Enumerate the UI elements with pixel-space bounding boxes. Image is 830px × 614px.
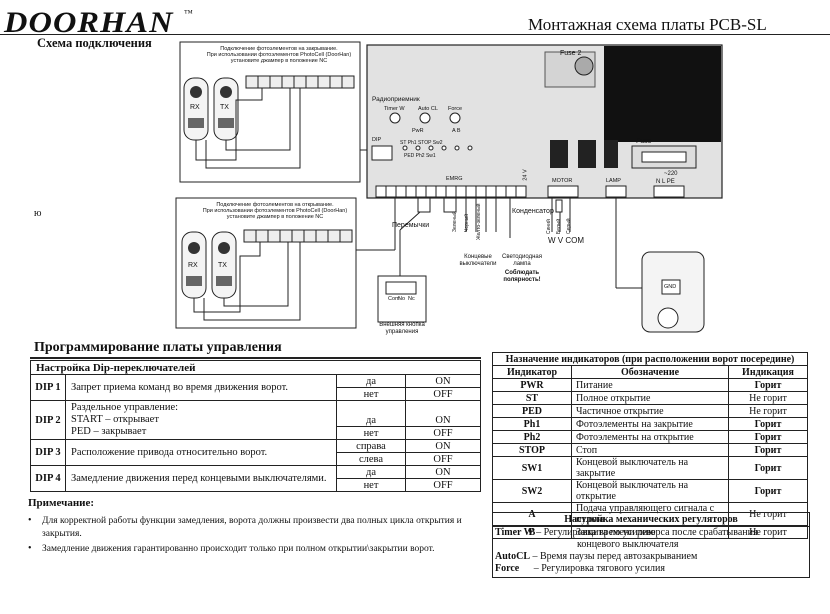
table-row: DIP 4 Замедление движения перед концевым… [30, 465, 481, 492]
leds2-label: PED Ph2 Sw1 [404, 153, 436, 159]
mechanical-row-force: Force – Регулировка тягового усилия [495, 563, 665, 574]
programming-section-title: Программирование платы управления [34, 340, 282, 355]
dip-label: DIP [372, 137, 382, 143]
sensor-tx-label: TX [220, 104, 229, 111]
logo: DOORHAN [4, 6, 174, 39]
wiring-section-title: Схема подключения [37, 36, 152, 50]
closing-terminal-strip [245, 75, 355, 89]
sensor-rx-label: RX [190, 104, 200, 111]
opening-terminal-strip [243, 229, 353, 243]
board-terminal-block [375, 185, 527, 198]
opening-wires [193, 242, 301, 321]
motor-label: MOTOR [552, 178, 573, 184]
ac220-label: ~220 [664, 171, 678, 177]
trademark: ™ [184, 8, 193, 18]
timer-label: Timer W [384, 106, 405, 112]
emrg-label: EMRG [446, 176, 463, 182]
table-row: DIP 3 Расположение привода относительно … [30, 439, 481, 466]
fuse-label: Fuse [636, 138, 652, 145]
sensor-rx-label-2: RX [188, 262, 198, 269]
mechanical-row-timer-cont: концевого выключателя [577, 539, 679, 550]
relay [578, 140, 596, 168]
sensor-tx-label-2: TX [218, 262, 227, 269]
radio-label: Радиоприемник [372, 96, 420, 103]
external-button-box [377, 275, 427, 323]
mechanical-title: Настройка механических регуляторов [493, 513, 809, 527]
ab-label: A B [452, 128, 461, 134]
mechanical-adjusters-box: Настройка механических регуляторов Timer… [492, 512, 810, 578]
closing-photocell-panel [179, 41, 361, 183]
note-title: Примечание: [28, 497, 95, 509]
transformer-block [604, 46, 721, 142]
wiring-diagram [175, 41, 723, 333]
lamp-label: LAMP [606, 178, 621, 184]
opening-photocell-note: Подключение фотоэлементов на открывание.… [202, 202, 348, 220]
button-terminal-com: Com [388, 296, 400, 302]
page-title: Монтажная схема платы PCB-SL [528, 15, 767, 34]
ext-button-callout: Внешняя кнопка управления [379, 322, 425, 335]
wire-label: Белый [556, 218, 562, 234]
leds-label: ST Ph1 STOP Sw2 [400, 140, 443, 146]
jumper-wires [399, 197, 650, 289]
indicators-table: Назначение индикаторов (при расположении… [492, 352, 808, 539]
wire-label: Черный [464, 213, 470, 232]
header-rule [0, 34, 830, 35]
table-row: DIP 1 Запрет приема команд во время движ… [30, 374, 481, 401]
signal-lamp-callout: Светодиодная лампа [502, 254, 542, 267]
wire-label: Желто-зеленый [476, 203, 482, 240]
wire-label: Серый [566, 218, 572, 234]
wire-label: Синий [546, 219, 552, 234]
mechanical-row-autocl: AutoCL – Время паузы перед автозакрывани… [495, 551, 698, 562]
note-1: Для корректной работы функции замедления… [42, 516, 462, 539]
limit-switches-callout: Концевые выключатели [459, 254, 497, 267]
bullet-icon: • [28, 515, 32, 526]
button-terminal-no: No [398, 296, 406, 302]
pwr-label: PwR [412, 128, 424, 134]
capacitor-callout: Конденсатор [512, 208, 554, 215]
jumpers-callout: Перемычки [392, 222, 430, 229]
mechanical-row-timer: Timer W – Регулировка времени реверса по… [495, 527, 758, 538]
relay [550, 140, 568, 168]
button-terminal-nc: Nc [408, 296, 415, 302]
fuse2-label: Fuse 2 [560, 50, 582, 57]
bullet-icon: • [28, 543, 32, 554]
dip-block [371, 145, 393, 161]
note-2: Замедление движения гарантированно проис… [42, 544, 435, 554]
indicators-title: Назначение индикаторов (при расположении… [492, 352, 808, 366]
autocl-label: Auto CL [418, 106, 438, 112]
dip-table: Настройка Dip-переключателей DIP 1 Запре… [30, 360, 481, 492]
v24-label: 24 V [522, 169, 529, 181]
force-label: Force [448, 106, 463, 112]
programming-rule [30, 357, 481, 359]
relay [604, 140, 618, 168]
dip-table-title: Настройка Dip-переключателей [30, 360, 481, 375]
table-row: DIP 2 Раздельное управление: START – отк… [30, 400, 481, 440]
nlpe-label: N L PE [656, 179, 675, 185]
closing-photocell-note: Подключение фотоэлементов на закрывание.… [206, 46, 352, 64]
polarity-callout: Соблюдать полярность! [503, 270, 541, 283]
closing-wires [195, 88, 301, 169]
wire-label: Зеленый [452, 211, 458, 232]
gnd-label: GND [664, 284, 677, 290]
opening-photocell-panel [175, 197, 357, 329]
stray-character: ю [34, 208, 42, 219]
wvcom-label: W V COM [548, 236, 584, 245]
